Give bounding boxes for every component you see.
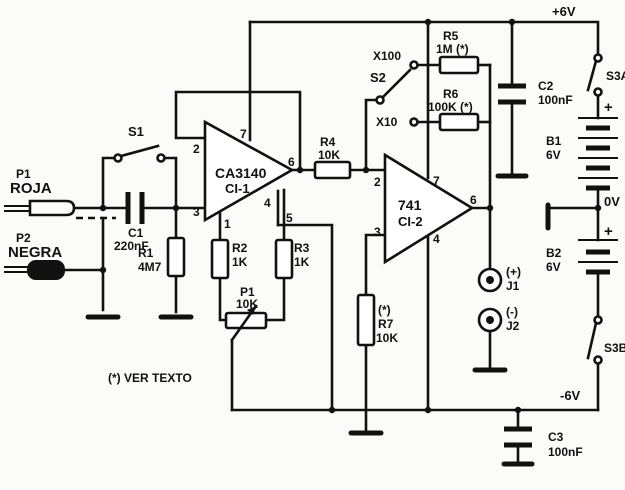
- j1-sign: (+): [506, 265, 521, 279]
- c1-ref: C1: [128, 226, 144, 240]
- range-x100: X100: [373, 49, 401, 63]
- opamp-ci2: 741 CI-2 2 3 6 7 4: [374, 152, 477, 265]
- r5-ref: R5: [443, 29, 459, 43]
- ci1-ref: CI-1: [225, 181, 250, 196]
- s1-label: S1: [128, 124, 144, 139]
- resistor-r7: (*) R7 10K: [356, 293, 398, 347]
- s2-label: S2: [370, 70, 386, 85]
- supply-zero-label: 0V: [604, 194, 620, 209]
- resistor-r4: R4 10K: [313, 135, 352, 180]
- note-ver-texto: (*) VER TEXTO: [108, 371, 192, 385]
- ci2-pin-3: 3: [374, 225, 381, 239]
- switch-s1: S1: [113, 124, 166, 163]
- r4-ref: R4: [320, 135, 336, 149]
- r1-ref: R1: [138, 246, 154, 260]
- j2-ref: J2: [506, 319, 520, 333]
- ci1-pin-4: 4: [264, 196, 271, 210]
- c1-value: 220nF: [114, 239, 149, 253]
- switch-s3a: S3A: [586, 53, 625, 97]
- b1-plus-sign: +: [604, 99, 613, 116]
- ci2-pin-4: 4: [433, 232, 440, 246]
- junction-dots: [99, 18, 602, 414]
- r2-value: 1K: [232, 255, 248, 269]
- s3b-label: S3B: [604, 341, 625, 355]
- resistor-r2: R2 1K: [210, 238, 248, 280]
- b1-value: 6V: [546, 148, 561, 162]
- ci1-pin-3: 3: [193, 205, 200, 219]
- supply-neg-label: -6V: [560, 388, 581, 403]
- r2-ref: R2: [232, 241, 248, 255]
- ci1-pin-7: 7: [240, 127, 247, 141]
- r5-value: 1M (*): [436, 42, 469, 56]
- ci1-pin-2: 2: [193, 142, 200, 156]
- c3-ref: C3: [548, 430, 564, 444]
- probe-p2-black: P2 NEGRA: [4, 231, 65, 280]
- switch-s2: X100 X10 S2: [370, 49, 419, 129]
- resistor-r6: R6 100K (*): [428, 87, 480, 132]
- ci2-pin-2: 2: [374, 175, 381, 189]
- b2-plus-sign: +: [604, 223, 613, 240]
- capacitor-c2: C2 100nF: [498, 79, 573, 107]
- battery-b1: + B1 6V: [546, 99, 618, 191]
- r7-value: 10K: [376, 331, 398, 345]
- p1-ref: P1: [16, 167, 31, 181]
- pot-value: 10K: [236, 297, 258, 311]
- b2-value: 6V: [546, 260, 561, 274]
- p2-ref: P2: [16, 231, 31, 245]
- ci2-pin-7: 7: [433, 174, 440, 188]
- j2-sign: (-): [506, 305, 518, 319]
- potentiometer-p1: P1 10K: [224, 285, 268, 342]
- c3-value: 100nF: [548, 445, 583, 459]
- switch-s3b: S3B: [586, 315, 625, 365]
- probe-p1-red: P1 ROJA: [4, 167, 76, 217]
- resistor-r1: R1 4M7: [138, 236, 186, 278]
- resistor-r5: R5 1M (*): [436, 29, 480, 75]
- b1-ref: B1: [546, 134, 562, 148]
- p1-color: ROJA: [10, 180, 52, 197]
- capacitor-c1: C1 220nF: [114, 192, 149, 253]
- ci2-pin-6: 6: [470, 193, 477, 207]
- r1-value: 4M7: [138, 260, 162, 274]
- r7-ref: R7: [378, 317, 394, 331]
- ci1-model: CA3140: [215, 165, 267, 181]
- r6-ref: R6: [443, 87, 459, 101]
- c2-ref: C2: [538, 79, 554, 93]
- c2-value: 100nF: [538, 93, 573, 107]
- r7-mark: (*): [378, 303, 391, 317]
- opamp-ci1: CA3140 CI-1 2 3 6 7 4 1 5: [193, 119, 295, 231]
- range-x10: X10: [376, 115, 398, 129]
- ci1-pin-6: 6: [288, 155, 295, 169]
- supply-pos-label: +6V: [552, 4, 576, 19]
- ground-bars: [85, 173, 551, 467]
- s3a-label: S3A: [606, 69, 625, 83]
- ci1-pin-1: 1: [224, 217, 231, 231]
- resistor-r3: R3 1K: [274, 238, 310, 280]
- pot-ref: P1: [240, 285, 255, 299]
- jack-j2: (-) J2: [477, 305, 520, 333]
- ci1-pin-5: 5: [286, 211, 293, 225]
- r3-value: 1K: [294, 255, 310, 269]
- capacitor-c3: C3 100nF: [504, 426, 583, 459]
- jack-j1: (+) J1: [477, 265, 521, 293]
- r3-ref: R3: [294, 241, 310, 255]
- r4-value: 10K: [318, 148, 340, 162]
- j1-ref: J1: [506, 279, 520, 293]
- ci2-ref: CI-2: [398, 214, 423, 229]
- b2-ref: B2: [546, 246, 562, 260]
- r6-value: 100K (*): [428, 100, 473, 114]
- p2-color: NEGRA: [8, 244, 62, 261]
- ci2-model: 741: [398, 197, 422, 213]
- battery-b2: + B2 6V: [546, 223, 618, 275]
